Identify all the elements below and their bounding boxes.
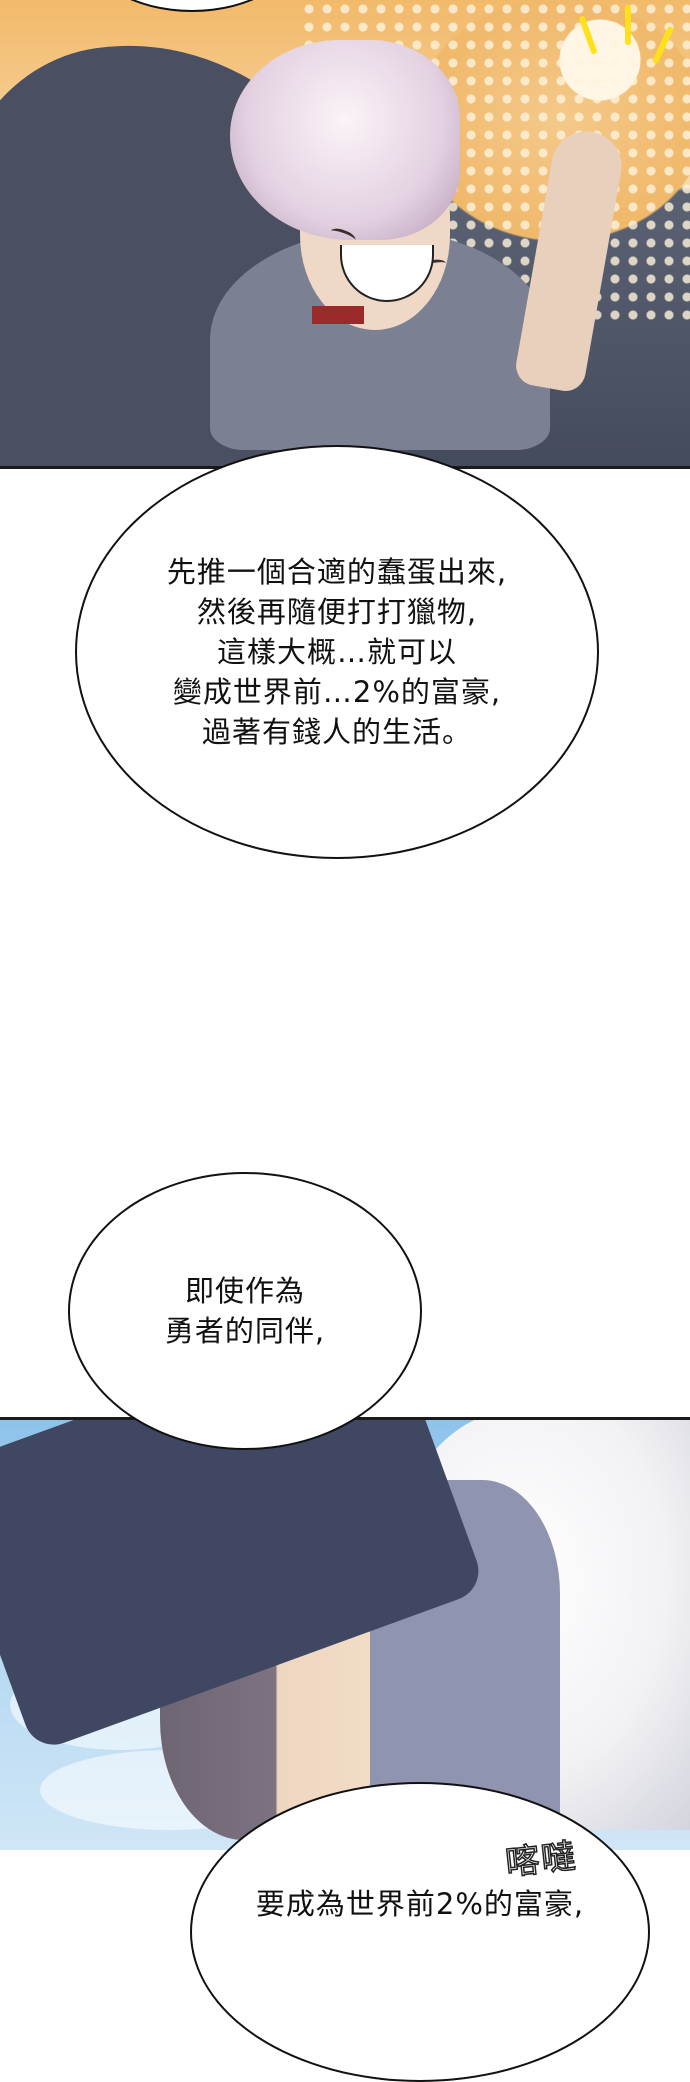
dialogue-line: 要成為世界前2%的富豪, xyxy=(255,1887,585,1921)
dialogue-line: 即使作為 xyxy=(184,1274,305,1308)
dialogue-line: 勇者的同伴, xyxy=(164,1314,326,1348)
dialogue-line: 過著有錢人的生活。 xyxy=(201,715,472,749)
comic-panel-2 xyxy=(0,1417,690,1850)
dialogue-line: 先推一個合適的蠢蛋出來, xyxy=(166,555,508,589)
red-choker xyxy=(312,306,364,324)
dialogue-line: 變成世界前…2%的富豪, xyxy=(172,675,502,709)
speech-bubble: 先推一個合適的蠢蛋出來, 然後再隨便打打獵物, 這樣大概…就可以 變成世界前…2… xyxy=(75,445,599,859)
comic-panel-1 xyxy=(0,0,690,469)
speech-bubble: 即使作為 勇者的同伴, xyxy=(68,1172,422,1450)
dialogue-line: 然後再隨便打打獵物, xyxy=(196,595,478,629)
speech-bubble: 要成為世界前2%的富豪, xyxy=(190,1782,650,2082)
spark-mark-icon xyxy=(625,5,631,45)
character-hair xyxy=(230,40,460,240)
sound-effect-text: 喀噠 xyxy=(503,1836,580,1885)
dialogue-line: 這樣大概…就可以 xyxy=(216,635,457,669)
